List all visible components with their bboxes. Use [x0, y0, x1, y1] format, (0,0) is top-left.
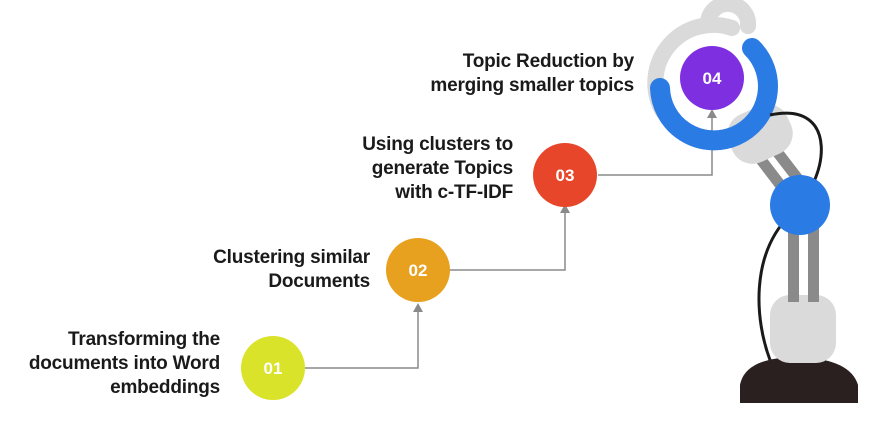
step-04-number: 04	[703, 69, 722, 88]
robot-arm-illustration	[647, 0, 858, 403]
connector-02-03	[450, 213, 566, 271]
robot-claw-arc	[650, 38, 778, 151]
step-01-label: Transforming the documents into Word emb…	[28, 329, 220, 398]
step-01-number: 01	[264, 359, 283, 378]
step-02: 02	[386, 238, 450, 302]
step-03: 03	[533, 143, 597, 207]
step-01: 01	[241, 336, 305, 400]
connector-01-02	[305, 312, 419, 369]
step-04: 04	[680, 46, 744, 110]
arrow-03	[560, 204, 570, 213]
step-02-circle	[386, 238, 450, 302]
robot-elbow-joint	[770, 175, 830, 235]
step-03-circle	[533, 143, 597, 207]
step-01-circle	[241, 336, 305, 400]
robot-lower-rod-right	[808, 222, 819, 302]
arrow-02	[413, 303, 423, 312]
robot-lower-body	[770, 295, 836, 363]
step-04-label: Topic Reduction by merging smaller topic…	[430, 51, 634, 96]
step-02-number: 02	[409, 261, 428, 280]
step-03-number: 03	[556, 166, 575, 185]
step-02-label: Clustering similar Documents	[213, 247, 370, 292]
robot-head-top-arc	[700, 0, 757, 34]
robot-base	[740, 357, 858, 403]
step-03-label: Using clusters to generate Topics with c…	[362, 134, 513, 203]
robot-lower-rod-left	[788, 222, 799, 302]
arrow-04	[707, 109, 717, 118]
step-04-circle	[680, 46, 744, 110]
